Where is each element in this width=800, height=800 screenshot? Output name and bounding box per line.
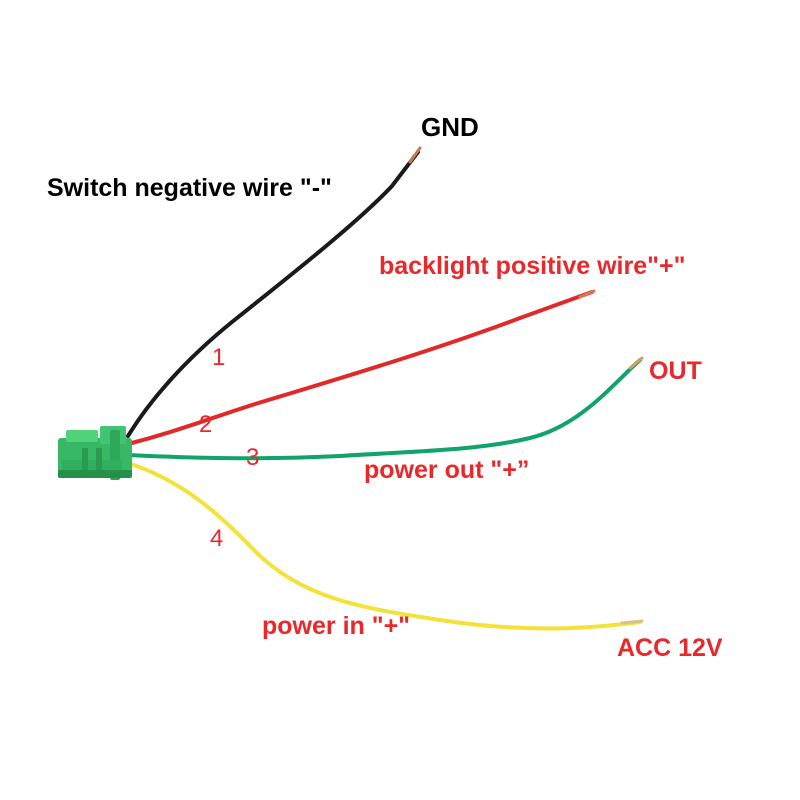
connector (58, 426, 132, 480)
red-wire-tip (578, 289, 596, 299)
black-wire-tip (408, 146, 422, 164)
yellow-wire (126, 461, 642, 631)
out-label: OUT (649, 357, 702, 385)
pin-number-3: 3 (246, 444, 260, 471)
switch-negative-label: Switch negative wire "-" (47, 174, 332, 202)
yellow-wire-tip (620, 619, 644, 625)
red-wire (126, 290, 594, 446)
pin-number-4: 4 (210, 525, 224, 552)
black-wire (126, 150, 420, 438)
backlight-positive-label: backlight positive wire"+" (379, 252, 686, 280)
power-out-label: power out "+” (364, 456, 530, 484)
power-in-label: power in "+" (262, 612, 411, 640)
pin-number-1: 1 (212, 344, 226, 371)
acc-label: ACC 12V (617, 634, 723, 662)
green-wire (126, 358, 642, 461)
green-wire-tip (628, 356, 644, 370)
pin-number-2: 2 (199, 411, 213, 438)
gnd-label: GND (421, 112, 479, 142)
